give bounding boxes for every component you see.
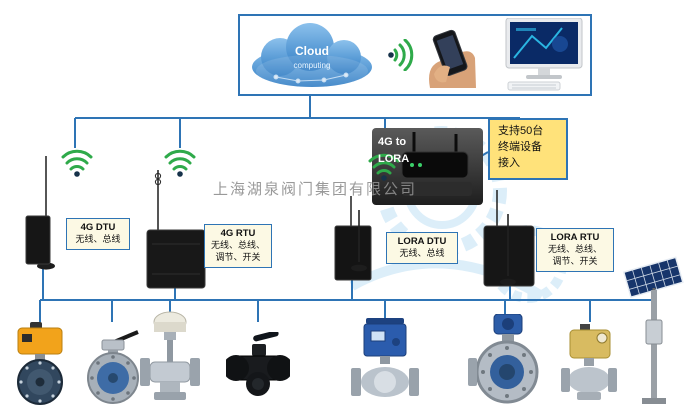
cloud-panel: Cloud computing xyxy=(238,14,592,96)
company-watermark: 上海湖泉阀门集团有限公司 xyxy=(213,181,418,198)
valve-electric-butterfly-yellow xyxy=(17,322,63,405)
valve-ball-electric-blue xyxy=(351,318,419,397)
label-4g-rtu: 4G RTU 无线、总线、 调节、开关 xyxy=(204,224,272,268)
dtu-lora-device xyxy=(334,196,372,281)
rtu-4g-device xyxy=(146,170,206,289)
label-desc: 无线、总线、 xyxy=(210,240,265,251)
computer-monitor-photo xyxy=(505,18,583,91)
callout-line3: 接入 xyxy=(498,156,520,169)
hand-holding-phone-photo xyxy=(422,22,476,88)
valve-gearbox-blue xyxy=(468,314,539,404)
wifi-signal-icon xyxy=(164,149,196,178)
solar-panel-pole xyxy=(622,256,684,404)
label-title: 4G DTU xyxy=(80,222,116,233)
label-title: 4G RTU xyxy=(220,228,256,239)
gateway-label-line1: 4G to xyxy=(378,136,407,148)
label-lora-dtu: LORA DTU 无线、总线 xyxy=(386,232,458,265)
wifi-signal-icon xyxy=(61,149,93,178)
valve-globe-electric-tan xyxy=(561,324,617,400)
label-desc: 调节、开关 xyxy=(215,252,261,263)
wifi-transmission-icon xyxy=(388,39,414,71)
label-desc: 无线、总线 xyxy=(399,248,445,259)
callout-terminal-capacity: 支持50台 终端设备 接入 xyxy=(488,118,568,180)
label-desc: 无线、总线、 xyxy=(547,244,602,255)
callout-line2: 终端设备 xyxy=(498,140,542,153)
valve-globe-pneumatic xyxy=(140,311,200,400)
bus-lines xyxy=(39,96,653,322)
label-4g-dtu: 4G DTU 无线、总线 xyxy=(66,218,130,251)
valve-butterfly-lever xyxy=(87,330,139,404)
label-desc: 调节、开关 xyxy=(552,256,598,267)
rtu-lora-device xyxy=(483,190,535,287)
gateway-photo xyxy=(372,128,483,205)
label-title: LORA RTU xyxy=(550,232,600,243)
cloud-computing-icon: Cloud computing xyxy=(252,23,372,87)
cloud-label-line2: computing xyxy=(294,61,331,70)
label-lora-rtu: LORA RTU 无线、总线、 调节、开关 xyxy=(536,228,614,272)
label-desc: 无线、总线 xyxy=(75,234,121,245)
gateway-4g-to-lora-label: 4G to LORA xyxy=(378,134,409,167)
dtu-4g-device xyxy=(25,156,55,270)
cloud-network-dots xyxy=(273,72,349,84)
callout-line1: 支持50台 xyxy=(498,125,544,137)
label-title: LORA DTU xyxy=(397,236,447,247)
cloud-label-line1: Cloud xyxy=(295,44,329,58)
valve-ball-black xyxy=(226,332,290,396)
gateway-label-line2: LORA xyxy=(378,152,410,165)
